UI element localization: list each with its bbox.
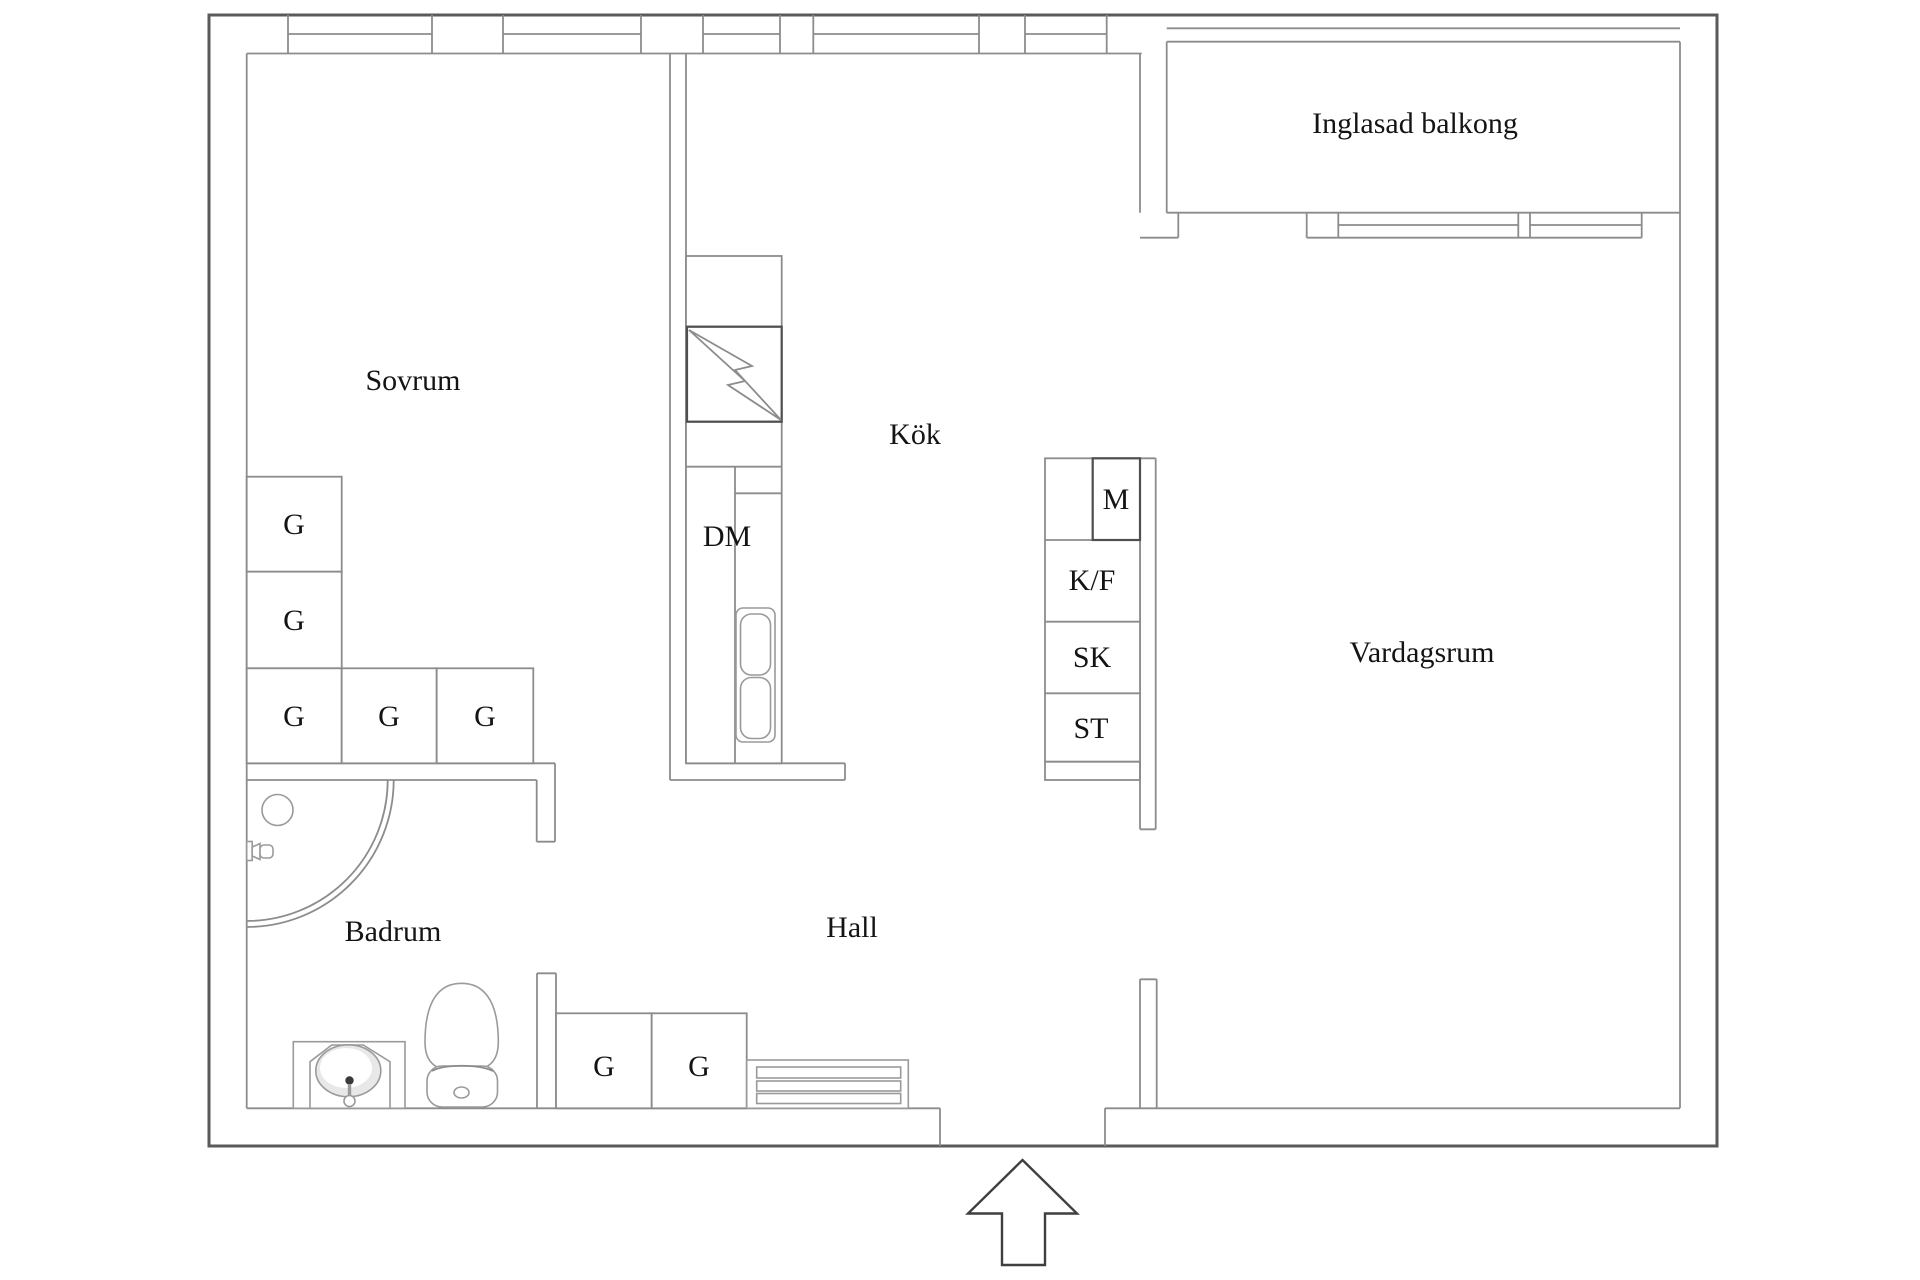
shower-head xyxy=(261,793,294,827)
room-label-balkong: Inglasad balkong xyxy=(1312,107,1518,140)
wardrobe-label: G xyxy=(688,1050,710,1083)
toilet-cistern-line xyxy=(431,1064,494,1072)
wardrobe-box xyxy=(340,667,438,765)
wardrobe-label: G xyxy=(378,700,400,733)
kitchen-island xyxy=(1044,457,1142,781)
living-room-windows xyxy=(1305,212,1643,239)
window xyxy=(1305,212,1643,239)
faucet-stem xyxy=(347,1084,352,1097)
wall-island-strip xyxy=(1139,457,1157,831)
stove-box xyxy=(685,325,783,423)
wardrobe-box xyxy=(435,667,535,765)
kitchen-counter xyxy=(685,255,783,765)
wardrobe-label: G xyxy=(283,604,305,637)
toilet-bowl xyxy=(424,982,500,1073)
window xyxy=(287,15,433,54)
shower-mixer xyxy=(251,842,261,861)
wall-hall-vardagsrum xyxy=(1139,978,1158,1109)
room-label-sovrum: Sovrum xyxy=(365,364,460,397)
wardrobe-label: G xyxy=(283,700,305,733)
labels: Sovrum Kök Inglasad balkong Vardagsrum B… xyxy=(283,107,1518,1083)
shower-arc xyxy=(246,779,389,922)
interior-walls xyxy=(245,41,1681,1146)
dishwasher-label: DM xyxy=(703,520,751,553)
top-facade-windows xyxy=(287,15,1108,54)
wardrobe-box xyxy=(650,1012,748,1110)
island-end-band xyxy=(1044,760,1141,781)
toilet-button xyxy=(453,1086,470,1099)
exterior-wall-outline xyxy=(207,13,1719,1148)
wardrobe-box xyxy=(245,475,343,573)
sovrum-wardrobes xyxy=(245,475,535,765)
shower-arc xyxy=(246,779,395,928)
fridge-freezer-label: K/F xyxy=(1069,564,1116,597)
entrance-arrow-icon xyxy=(965,1158,1080,1267)
window xyxy=(1024,15,1108,54)
wardrobe-box xyxy=(555,1012,653,1110)
wardrobe-box xyxy=(245,667,343,765)
wardrobe-label: G xyxy=(474,700,496,733)
faucet xyxy=(345,1076,354,1085)
stove-lightning-icon xyxy=(688,329,782,421)
window xyxy=(502,15,642,54)
balcony-glass-lines xyxy=(1166,27,1680,214)
room-label-hall: Hall xyxy=(826,911,878,944)
sink-basin xyxy=(739,613,772,676)
basin-inner xyxy=(320,1048,372,1088)
room-label-vardagsrum: Vardagsrum xyxy=(1350,636,1495,669)
bathroom-sink-icon xyxy=(292,1040,406,1110)
wardrobe-label: G xyxy=(593,1050,615,1083)
faucet-handle xyxy=(343,1094,356,1108)
shower-icon xyxy=(245,779,395,928)
shoe-rack-slat xyxy=(755,1066,902,1079)
window xyxy=(702,15,781,54)
badrum-fixtures xyxy=(245,779,500,1110)
hall-closets xyxy=(555,1012,910,1110)
wall-sovrum-badrum-kok xyxy=(246,762,846,843)
wall-badrum-hall xyxy=(536,972,557,1109)
shoe-rack-slat xyxy=(755,1080,902,1092)
wardrobe-label: G xyxy=(283,508,305,541)
room-label-kok: Kök xyxy=(889,418,941,451)
wall-sovrum-kok xyxy=(669,53,687,780)
cabinet-sk-label: SK xyxy=(1073,641,1112,674)
sink-basin xyxy=(739,676,772,740)
shower-mixer xyxy=(245,840,253,862)
micro-label: M xyxy=(1103,483,1130,516)
micro-box xyxy=(1091,457,1142,542)
wall-kok-balkong xyxy=(1139,41,1180,239)
cabinet-st-label: ST xyxy=(1073,712,1108,745)
window xyxy=(812,15,980,54)
toilet-icon xyxy=(424,982,500,1108)
shower-mixer-knob xyxy=(259,844,274,859)
wardrobe-box xyxy=(245,570,343,670)
shoe-rack-icon xyxy=(745,1059,910,1110)
balcony-glazing xyxy=(1166,27,1680,214)
shoe-rack-slat xyxy=(755,1092,902,1105)
kitchen-sink-icon xyxy=(735,607,776,743)
inner-wall-boundary xyxy=(245,41,1681,1146)
room-label-badrum: Badrum xyxy=(345,915,442,948)
